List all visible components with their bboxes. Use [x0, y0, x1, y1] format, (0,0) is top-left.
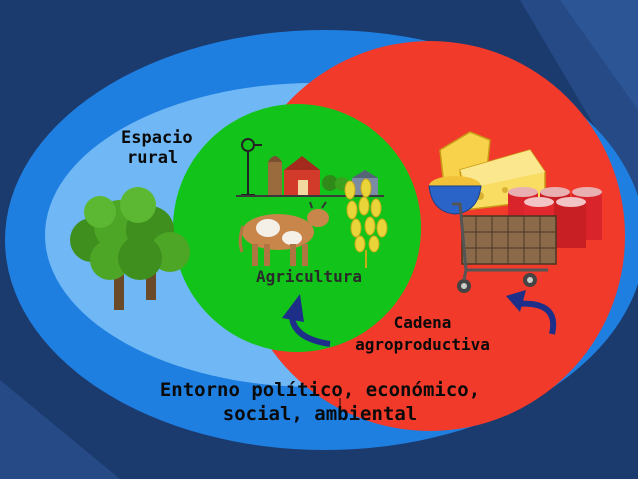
- farm-icon: [236, 138, 384, 197]
- espacio-rural-line1: Espacio: [121, 128, 193, 148]
- cadena-line1: Cadena: [393, 313, 452, 332]
- left-arrow-icon: [282, 294, 331, 347]
- cow-icon: [238, 201, 329, 266]
- agricultura-label: Agricultura: [256, 267, 362, 286]
- espacio-rural-line2: rural: [127, 148, 179, 168]
- cadena-line2: agroproductiva: [355, 335, 490, 354]
- entorno-label: Entorno político, económico, social, amb…: [100, 378, 540, 426]
- espacio-rural-label: Espacio rural: [121, 128, 193, 168]
- tree-icon: [70, 187, 190, 310]
- entorno-line2: social, ambiental: [222, 403, 418, 425]
- entorno-line1: Entorno político, económico,: [159, 379, 481, 401]
- bowl-icon: [428, 176, 482, 215]
- right-arrow-icon: [506, 290, 557, 335]
- cadena-label: Cadena agroproductiva: [340, 312, 505, 356]
- shopping-cart-icon: [452, 202, 557, 293]
- wheat-icon: [344, 178, 388, 268]
